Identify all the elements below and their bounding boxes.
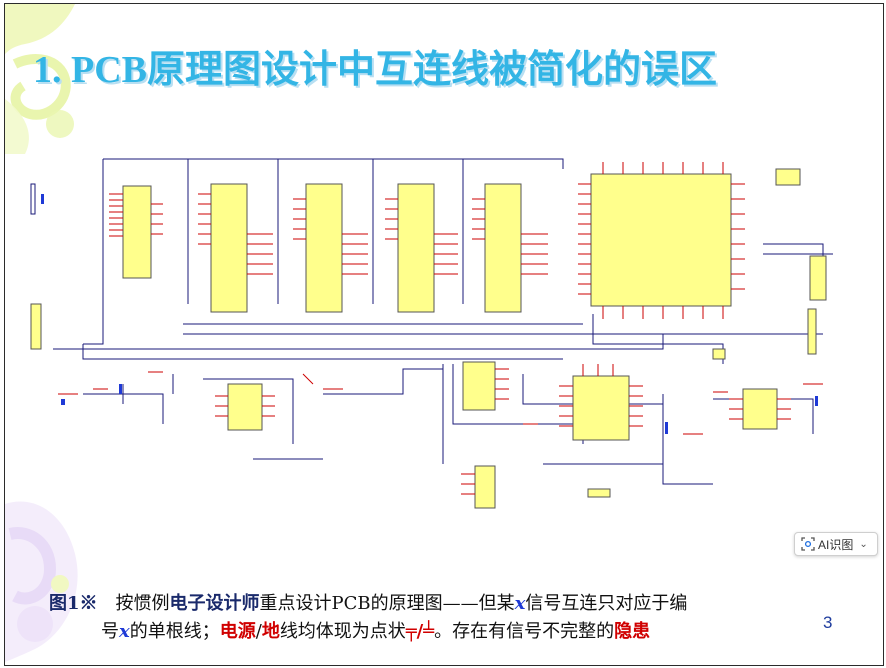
- caption-text: 信号互连只对应于编: [525, 593, 688, 614]
- ic-chip-lower-3: [559, 364, 643, 441]
- caption-text: /: [255, 621, 262, 642]
- ic-chip-mcu: [578, 162, 745, 319]
- ic-chip-lower-2: [462, 361, 509, 411]
- caption-hazard: 隐患: [614, 621, 651, 642]
- scan-icon: [801, 537, 815, 551]
- ic-chip-lower-1: [215, 383, 275, 431]
- schematic-diagram: [30, 158, 833, 509]
- slide: 1. PCB原理图设计中互连线被简化的误区: [4, 3, 884, 666]
- caption-text: 按惯例: [97, 593, 170, 614]
- ic-chip-2: [198, 183, 273, 313]
- caption-ground: 地: [261, 621, 280, 642]
- connector-bottom: [587, 488, 611, 498]
- ic-chip-lower-5: [461, 465, 496, 509]
- slide-title: 1. PCB原理图设计中互连线被简化的误区: [33, 49, 718, 91]
- caption-line-1: 图1※ 按惯例电子设计师重点设计PCB的原理图——但某x信号互连只对应于编: [49, 590, 819, 618]
- ground-symbol-icon: ╧: [423, 621, 435, 642]
- page-number: 3: [823, 613, 833, 632]
- caption-text: 的单根线；: [129, 621, 220, 642]
- caption-text: 线均体现为点状: [279, 621, 406, 642]
- figure-label: 图1※: [49, 593, 98, 614]
- ic-chip-4: [385, 183, 458, 313]
- caption-text: 重点设计PCB的原理图——但某: [259, 593, 515, 614]
- connector-left: [30, 183, 42, 350]
- caption-x-var: x: [119, 621, 130, 642]
- ai-button-label: AI识图: [818, 537, 854, 552]
- caption-text: 号: [101, 621, 119, 642]
- caption-text: 。存在有信号不完整的: [434, 621, 615, 642]
- corner-decoration-bottom: [5, 501, 78, 662]
- caption-power: 电源: [219, 621, 256, 642]
- figure-caption: 图1※ 按惯例电子设计师重点设计PCB的原理图——但某x信号互连只对应于编 号x…: [49, 590, 819, 646]
- ai-recognize-button[interactable]: AI识图 ⌄: [794, 532, 878, 556]
- caption-text: /: [416, 621, 424, 642]
- ic-chip-lower-4: [729, 388, 791, 430]
- ic-chip-small-right: [712, 168, 827, 360]
- ic-chip-5: [472, 183, 548, 313]
- ic-chip-3: [293, 183, 368, 313]
- power-symbol-icon: ╤: [405, 621, 417, 642]
- caption-x-var: x: [514, 593, 526, 614]
- ic-chip-1: [109, 185, 163, 279]
- caption-designer: 电子设计师: [169, 593, 260, 614]
- caption-line-2: 号x的单根线；电源/地线均体现为点状╤/╧。存在有信号不完整的隐患: [49, 618, 819, 646]
- corner-decoration: [5, 4, 75, 154]
- chevron-down-icon: ⌄: [859, 538, 868, 550]
